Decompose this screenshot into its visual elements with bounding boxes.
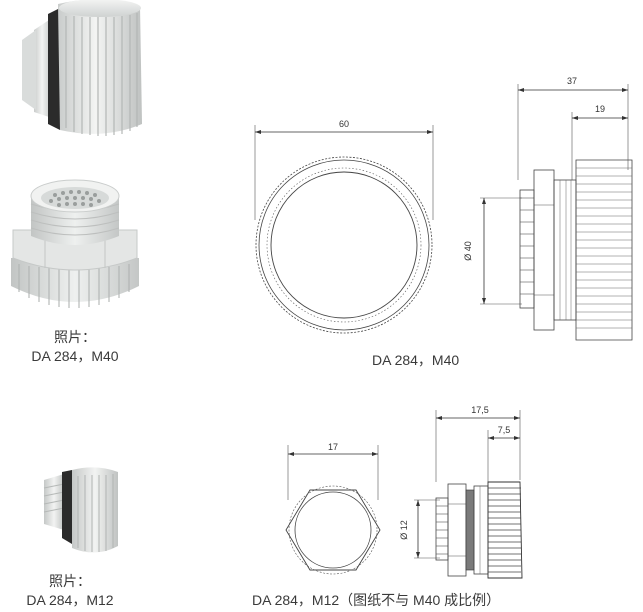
drawing-m40-caption: DA 284，M40 — [372, 352, 460, 368]
dim-m12-front-width: 17 — [328, 442, 338, 452]
photo-m40-caption: 照片： DA 284，M40 — [10, 328, 140, 366]
photo-m12-caption-title: 照片： — [49, 573, 91, 589]
dim-m40-front-width: 60 — [339, 119, 349, 129]
photo-m40-vent-holes — [11, 179, 139, 308]
photo-m40-caption-title: 照片： — [54, 329, 96, 345]
drawing-m12-caption: DA 284，M12（图纸不与 M40 成比例） — [252, 592, 501, 608]
drawing-m40-front-view: 60 — [254, 119, 434, 334]
photo-m12 — [43, 467, 118, 553]
dim-m40-diameter: Ø 40 — [463, 241, 473, 261]
dim-m40-side-total: 37 — [567, 76, 577, 86]
drawing-m12-front-view: 17 — [285, 442, 381, 575]
dim-m12-diameter: Ø 12 — [399, 520, 409, 540]
photo-m40-caption-model: DA 284，M40 — [31, 348, 119, 364]
dim-m40-side-cap: 19 — [595, 104, 605, 114]
photo-m12-caption-model: DA 284，M12 — [26, 592, 114, 608]
photo-m40-cap-side — [22, 0, 142, 136]
dim-m12-side-cap: 7,5 — [498, 425, 511, 435]
photo-m12-caption: 照片： DA 284，M12 — [10, 572, 130, 610]
drawing-m12-side-view: 17,5 7,5 Ø 12 — [399, 405, 523, 579]
dim-m12-side-total: 17,5 — [471, 405, 489, 415]
drawing-m40-side-view: 37 19 Ø 40 — [463, 76, 633, 341]
